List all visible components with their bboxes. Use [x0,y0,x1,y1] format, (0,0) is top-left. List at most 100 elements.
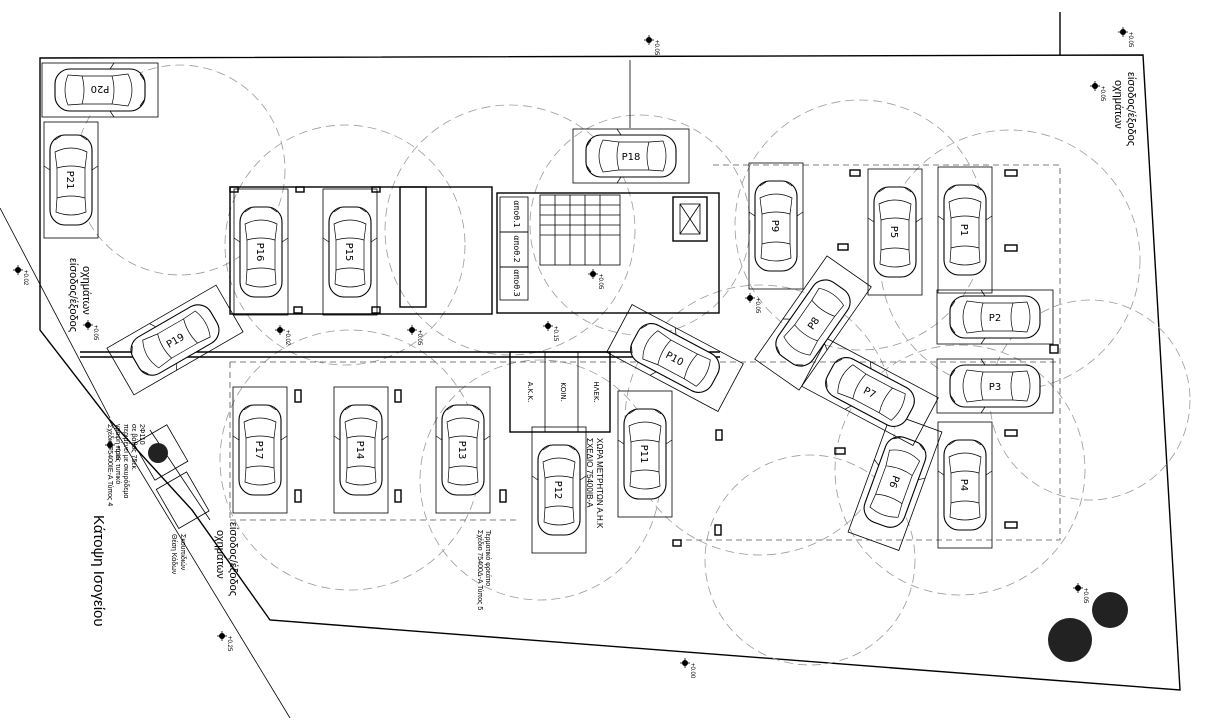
svg-text:περιμένει με σκυρόδεμα: περιμένει με σκυρόδεμα [122,424,130,498]
parking-space-p5: P5 [867,168,923,296]
parking-label-p20: P20 [91,83,110,94]
parking-label-p3: P3 [989,382,1001,393]
elevation-marker: +0.05 [1072,582,1088,604]
svg-text:ΧΩΡΑ ΜΕΤΡΗΤΩΝ Α.Η.Κ: ΧΩΡΑ ΜΕΤΡΗΤΩΝ Α.Η.Κ [595,438,604,529]
elevation-markers: +0.05 +0.05 +0.02 +0.05 +0.02 +0.05 +0.0… [12,26,1133,679]
storage-room-3-label: αποθ.3 [512,269,521,297]
svg-text:+0.25: +0.25 [226,636,232,652]
parking-space-p11: P11 [617,390,673,518]
parking-space-p14: P14 [333,386,389,514]
elevation-marker: +0.05 [1089,80,1105,102]
storage-rooms: αποθ.1 αποθ.2 αποθ.3 [499,196,529,301]
svg-text:οχημάτων: οχημάτων [214,530,226,579]
parking-label-p2: P2 [989,313,1001,324]
parking-space-p20: P20 [41,62,159,118]
bin-note: Θέση Κάδων Σκουπιδιών [170,534,187,575]
stair-core [399,186,708,308]
parking-label-p12: P12 [552,481,563,500]
meter-room-note: ΧΩΡΑ ΜΕΤΡΗΤΩΝ Α.Η.Κ ΣΧΕΔΙΟ 75400ΙΒ-Α [585,438,604,529]
elevation-marker: +0.05 [744,292,760,314]
svg-text:2Φ110: 2Φ110 [138,424,145,445]
parking-space-p8: P8 [754,255,872,391]
parking-space-p12: P12 [531,426,587,554]
svg-text:οχημάτων: οχημάτων [80,266,92,315]
parking-space-p18: P18 [572,128,690,184]
parking-space-p1: P1 [937,166,993,294]
svg-text:Τερματικό φρεάτιο: Τερματικό φρεάτιο [484,530,492,586]
page-title: Κάτοψη Ισογείου [90,515,107,627]
svg-text:+0.02: +0.02 [284,330,290,346]
elevation-marker: +0.25 [216,630,232,652]
entrance-label-bottom: είσοδος/έξοδος οχημάτων [214,522,239,596]
parking-label-p13: P13 [456,441,467,460]
channel-note: 2Φ110 σε βάθος 75εκ. περιμένει με σκυρόδ… [106,424,145,506]
parking-space-p17: P17 [232,386,288,514]
elevation-marker: +0.05 [104,439,120,461]
elevation-marker: +0.00 [679,657,695,679]
parking-label-p4: P4 [958,479,969,491]
svg-text:+0.00: +0.00 [689,663,695,679]
elevation-marker: +0.15 [542,320,558,342]
utility-room-akk-label: Α.Κ.Κ. [526,382,534,403]
parking-space-p10: P10 [606,304,744,412]
parking-space-p15: P15 [322,188,378,316]
parking-label-p11: P11 [638,445,649,464]
svg-text:+0.05: +0.05 [92,325,98,341]
site-boundary [0,12,1181,719]
parking-space-p4: P4 [937,421,993,549]
bin-area [133,424,1128,662]
terminal-manhole-note: Τερματικό φρεάτιο Σχέδιο 75400Δ-Α Τύπος … [476,530,492,610]
parking-space-p13: P13 [435,386,491,514]
svg-text:είσοδος/έξοδος: είσοδος/έξοδος [1125,72,1137,146]
parking-space-p16: P16 [233,188,289,316]
parking-space-p19: P19 [106,284,244,396]
svg-text:+0.05: +0.05 [1127,32,1133,48]
parking-spaces: P1 P2 P3 P4 P5 P6 P7 [41,62,1054,554]
svg-text:+0.05: +0.05 [114,445,120,461]
svg-text:+0.05: +0.05 [597,274,603,290]
elevation-marker: +0.05 [82,319,98,341]
column-markers [294,169,1059,547]
utility-room-electric-label: ΗΛΕΚ. [592,381,600,402]
svg-text:είσοδος/έξοδος: είσοδος/έξοδος [67,258,79,332]
svg-text:+0.15: +0.15 [552,326,558,342]
parking-label-p6: P6 [886,474,901,489]
elevation-marker: +0.05 [406,324,422,346]
parking-label-p18: P18 [622,152,641,163]
parking-label-p21: P21 [64,171,75,190]
parking-label-p7: P7 [861,386,877,402]
storage-room-2-label: αποθ.2 [512,235,521,263]
entrance-label-top-right: είσοδος/έξοδος οχημάτων [1112,72,1137,146]
parking-label-p17: P17 [253,441,264,460]
elevation-marker: +0.05 [1117,26,1133,48]
parking-space-p7: P7 [801,338,939,446]
parking-space-p2: P2 [936,289,1054,345]
parking-label-p16: P16 [254,243,265,262]
parking-space-p9: P9 [748,162,804,290]
elevation-marker: +0.05 [587,268,603,290]
svg-text:Σχέδιο 75400ΙΕ-Α Τύπος 4: Σχέδιο 75400ΙΕ-Α Τύπος 4 [106,424,114,506]
parking-space-p6: P6 [847,413,943,551]
parking-space-p3: P3 [936,358,1054,414]
utility-room-common-label: ΚΟΙΝ. [559,382,567,402]
svg-text:+0.05: +0.05 [653,40,659,56]
svg-text:Σχέδιο 75400Δ-Α Τύπος 5: Σχέδιο 75400Δ-Α Τύπος 5 [476,530,484,610]
parking-label-p1: P1 [958,224,969,236]
svg-text:+0.02: +0.02 [22,270,28,286]
storage-room-1-label: αποθ.1 [512,200,521,228]
svg-text:+0.05: +0.05 [1099,86,1105,102]
svg-text:οχημάτων: οχημάτων [1112,80,1124,129]
svg-text:+0.05: +0.05 [416,330,422,346]
elevation-marker: +0.02 [12,264,28,286]
parking-label-p5: P5 [888,226,899,238]
svg-text:+0.05: +0.05 [1082,588,1088,604]
utility-rooms: Α.Κ.Κ. ΚΟΙΝ. ΗΛΕΚ. [509,351,611,433]
parking-space-p21: P21 [43,121,99,239]
svg-text:σε βάθος 75εκ.: σε βάθος 75εκ. [130,424,138,471]
parking-label-p9: P9 [769,220,780,232]
parking-label-p14: P14 [354,441,365,460]
svg-text:γραφή προς τυπικό: γραφή προς τυπικό [114,424,122,484]
svg-text:Θέση Κάδων: Θέση Κάδων [170,534,178,575]
elevation-marker: +0.02 [274,324,290,346]
